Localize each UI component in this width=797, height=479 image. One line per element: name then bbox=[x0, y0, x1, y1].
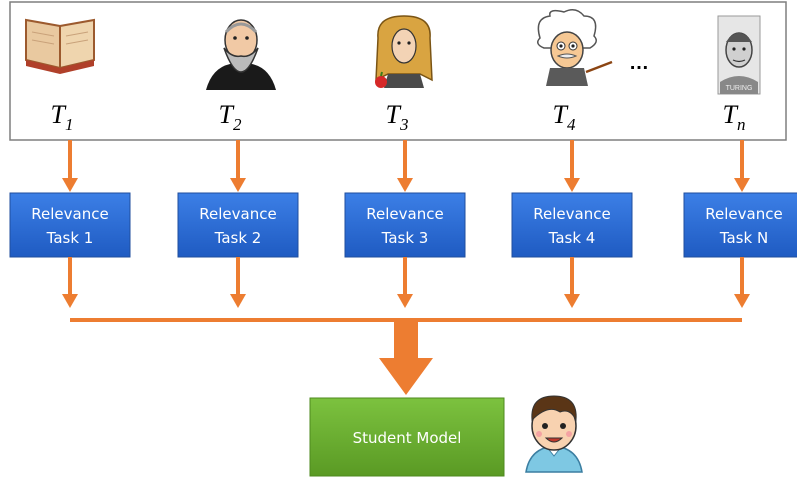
teacher-symbol: T bbox=[219, 100, 235, 129]
task-to-bus-arrowhead-3 bbox=[397, 294, 413, 308]
einstein-cartoon-icon bbox=[537, 9, 613, 86]
open-book-icon bbox=[25, 18, 95, 74]
teacher-to-task-arrowhead-3 bbox=[397, 178, 413, 192]
student-avatar-icon bbox=[525, 395, 583, 473]
task-to-bus-arrowhead-4 bbox=[564, 294, 580, 308]
task-box-background bbox=[9, 192, 131, 258]
teacher-to-task-arrowhead-1 bbox=[62, 178, 78, 192]
teacher-label-4: T4 bbox=[553, 100, 576, 134]
task-label-line2: Task 1 bbox=[46, 229, 94, 247]
teacher-to-task-arrowhead-2 bbox=[230, 178, 246, 192]
task-to-bus-arrowhead-1 bbox=[62, 294, 78, 308]
task-label-line1: Relevance bbox=[366, 205, 443, 223]
bearded-scientist-portrait-icon bbox=[206, 19, 276, 90]
task-label-line1: Relevance bbox=[31, 205, 108, 223]
task-label-line2: Task 2 bbox=[214, 229, 262, 247]
wigged-scientist-with-apple-icon bbox=[375, 15, 433, 88]
teacher-label-1: T1 bbox=[51, 100, 74, 134]
student-model-label: Student Model bbox=[353, 429, 462, 447]
teacher-label-5: Tn bbox=[723, 100, 746, 134]
task-box-background bbox=[511, 192, 633, 258]
aggregate-arrow bbox=[379, 322, 433, 395]
teacher-label-3: T3 bbox=[386, 100, 409, 134]
teacher-symbol: T bbox=[723, 100, 739, 129]
task-label-line1: Relevance bbox=[533, 205, 610, 223]
teacher-subscript: 1 bbox=[65, 115, 74, 134]
task-label-line2: Task N bbox=[719, 229, 768, 247]
task-box-background bbox=[683, 192, 797, 258]
teacher-symbol: T bbox=[553, 100, 569, 129]
task-to-bus-arrowhead-2 bbox=[230, 294, 246, 308]
task-box-background bbox=[344, 192, 466, 258]
ellipsis-label: … bbox=[629, 52, 649, 74]
teacher-to-task-arrowhead-5 bbox=[734, 178, 750, 192]
svg-text:TURING: TURING bbox=[726, 85, 753, 92]
teacher-symbol: T bbox=[51, 100, 67, 129]
turing-portrait-icon: TURING bbox=[717, 15, 761, 95]
task-box-background bbox=[177, 192, 299, 258]
teacher-subscript: 3 bbox=[399, 115, 409, 134]
student-model-box bbox=[309, 397, 505, 477]
teacher-label-2: T2 bbox=[219, 100, 242, 134]
task-label-line2: Task 4 bbox=[548, 229, 596, 247]
teacher-subscript: 4 bbox=[567, 115, 576, 134]
task-to-bus-arrowhead-5 bbox=[734, 294, 750, 308]
teacher-subscript: n bbox=[737, 115, 746, 134]
teacher-to-task-arrowhead-4 bbox=[564, 178, 580, 192]
teacher-subscript: 2 bbox=[233, 115, 242, 134]
task-label-line2: Task 3 bbox=[381, 229, 429, 247]
task-label-line1: Relevance bbox=[199, 205, 276, 223]
task-label-line1: Relevance bbox=[705, 205, 782, 223]
teacher-symbol: T bbox=[386, 100, 402, 129]
